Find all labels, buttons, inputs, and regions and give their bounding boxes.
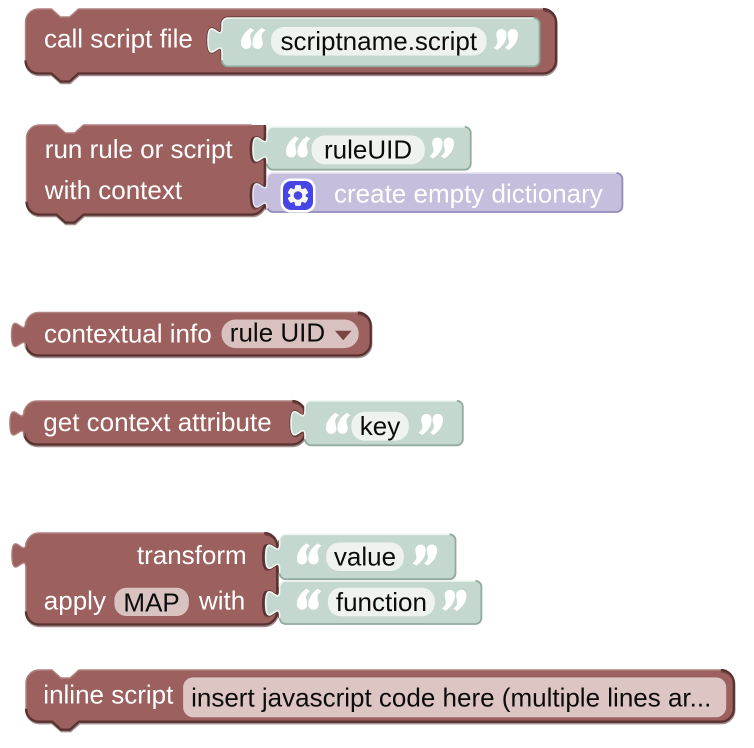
svg-text:get context attribute: get context attribute bbox=[43, 407, 271, 437]
svg-text:rule UID: rule UID bbox=[230, 317, 325, 347]
svg-text:with context: with context bbox=[44, 175, 183, 205]
svg-text:with: with bbox=[198, 586, 245, 616]
svg-text:apply: apply bbox=[44, 586, 106, 616]
svg-text:scriptname.script: scriptname.script bbox=[281, 26, 478, 56]
svg-text:key: key bbox=[360, 411, 400, 441]
svg-text:call script file: call script file bbox=[44, 24, 193, 54]
svg-text:function: function bbox=[336, 587, 427, 617]
svg-text:ruleUID: ruleUID bbox=[324, 135, 412, 165]
svg-text:run rule or script: run rule or script bbox=[45, 134, 234, 164]
svg-text:value: value bbox=[334, 542, 396, 572]
svg-text:contextual info: contextual info bbox=[44, 318, 212, 348]
svg-text:create empty dictionary: create empty dictionary bbox=[334, 178, 603, 208]
svg-text:MAP: MAP bbox=[123, 587, 179, 617]
svg-text:transform: transform bbox=[137, 540, 247, 570]
svg-text:inline script: inline script bbox=[43, 680, 174, 710]
svg-text:insert javascript code here (m: insert javascript code here (multiple li… bbox=[191, 683, 711, 713]
